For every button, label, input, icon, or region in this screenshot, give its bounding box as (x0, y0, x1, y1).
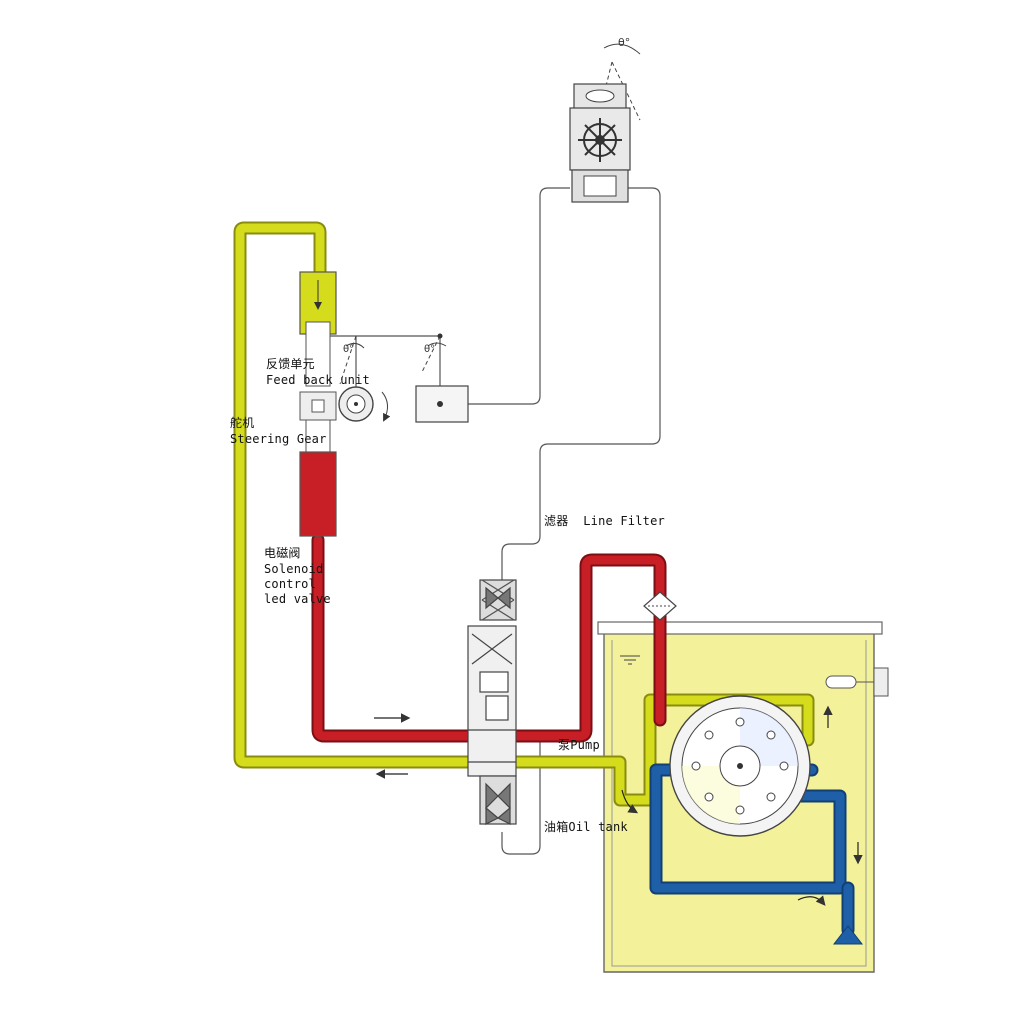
solenoid-valve-label-en-3: led valve (264, 592, 331, 606)
steering-stand: θ° (569, 36, 641, 203)
svg-text:θ°: θ° (343, 344, 354, 355)
steering-gear-label-cn: 舵机 (230, 416, 255, 430)
steering-gear-label-en: Steering Gear (230, 432, 327, 446)
pump (669, 695, 811, 837)
feedback-unit: θ° θ° (325, 333, 469, 423)
control-wiring (328, 187, 661, 855)
oil-tank-label: 油箱Oil tank (544, 820, 628, 834)
suction-strainer (832, 925, 864, 945)
line-filter-label: 滤器 Line Filter (544, 514, 665, 528)
solenoid-valve-label-cn: 电磁阀 (264, 546, 301, 560)
solenoid-valve-label-en-2: control (264, 577, 316, 591)
svg-text:θ°: θ° (618, 36, 630, 49)
solenoid-valve (467, 579, 517, 825)
line-filter (643, 591, 677, 621)
steering-wheel-icon (578, 118, 622, 162)
steering-gear-cylinder (299, 271, 337, 537)
solenoid-valve-label-en-1: Solenoid (264, 562, 324, 576)
svg-text:θ°: θ° (424, 344, 435, 355)
feedback-unit-label-en: Feed back unit (266, 373, 370, 387)
pump-label: 泵Pump (558, 738, 600, 752)
flow-arrow-icon (374, 705, 863, 906)
feedback-unit-label-cn: 反馈单元 (266, 357, 315, 371)
